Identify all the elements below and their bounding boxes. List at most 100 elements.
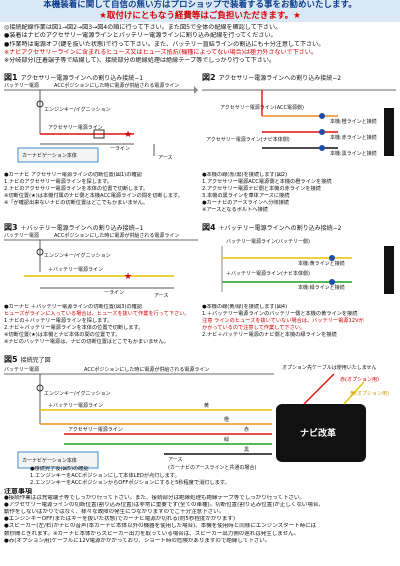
intro-line: ◎接続配線作業は図1→図2→図3→図4の順に行って下さい。また図5で全体の配線を…: [4, 24, 282, 31]
fig4-connector-1: [329, 255, 335, 261]
fig5-label-black: 黒: [244, 447, 250, 453]
fig3-label-earth: アース: [154, 293, 169, 299]
fig3-diagram: ★ バッテリー電源 ACCポジションにした時に電源が供給される電源ライン エンジ…: [4, 232, 198, 302]
fig2-label-black: 本機:黒ラインと接続: [330, 151, 377, 157]
fig5-label-yellow: 黄: [204, 403, 210, 409]
fig1-note: ※「が確認出来ないナビの切断位置はどこでもかまいません。: [4, 200, 149, 206]
intro-block: ◎接続配線作業は図1→図2→図3→図4の順に行って下さい。また図5で全体の配線を…: [4, 24, 396, 65]
fig2-note: 3.本機の黒ラインを車体アースに接続: [202, 193, 290, 199]
header-line-2: ★取付けにともなう経費等はご負担いただきます。★: [99, 11, 301, 21]
intro-line: ※分岐部分(圧着端子等で結線して)、接続部分の絶縁処理は絶縁テープ等でしっかり行…: [4, 57, 276, 65]
fig4-diagram: バッテリー電源ライン(バッテリー側) 本機:黄ラインと接続 ＋バッテリー電源ライ…: [202, 232, 396, 302]
fig2-label-red: 本機:赤ラインと接続: [330, 135, 377, 141]
fig5-navi-box: [17, 451, 99, 469]
fig4-label-battery-line: バッテリー電源ライン(バッテリー側): [226, 239, 310, 245]
fig1-label-engine: エンジンキー/イグニッション: [44, 107, 111, 113]
fig3-label-plus-battery: ＋バッテリー電源ライン: [48, 267, 104, 273]
fig1-note: 1.ナビのアクセサリー電源ラインを探します。: [4, 179, 112, 185]
fig5-opt-yellow-wire: [343, 381, 365, 405]
fig5-note: 2.エンジンキーをACCポジションからOFFポジションにすると5秒程度で消灯しま…: [30, 480, 230, 486]
fig1-note: ※切断位置(★)は本機付属のナビ側と本機ACC電源ラインの間を切断します。: [4, 193, 183, 199]
fig4-note: 1.＋バッテリー電源ラインのバッテリー側と本機の黄ラインを接続: [202, 311, 358, 317]
fig2-number: 図2: [202, 73, 216, 82]
caution-line: ●赤(オプション用)ケーブルに12V電源がかかっており、ショート時の危険がありま…: [4, 537, 271, 544]
fig3-note-warning: ヒューズがラインに入っている場合は、ヒューズを抜いて作業を行って下さい。: [4, 311, 190, 317]
caution-title: 注意事項: [4, 488, 32, 495]
fig5-note: 1.エンジンキーをACCポジションにして本体LEDが点灯します。: [30, 473, 180, 479]
fig2-notes: ●本機の線(赤/黒)を接続します(図2) 1.アクセサリー電源ACC電源側と本機…: [202, 172, 396, 214]
header-banner: 本機装着に関して自信の無い方はプロショップで装着する事をお勧めいたします。 ★取…: [0, 0, 400, 22]
fig2-label-acc-navi: アクセサリー電源ライン(ナビ本体側): [206, 137, 290, 143]
fig3-title-text: ＋バッテリー電源ラインへの割り込み接続−1: [20, 225, 144, 232]
fig3-ignition-key: [36, 248, 44, 256]
fig5-note: ●接続完了後(図5)の確認: [30, 466, 89, 472]
fig3-note: ※切断位置(★)は本機とナビ本体の間の位置です。: [4, 332, 121, 338]
intro-line: ●作業時は電源オフ(鍵を抜いた状態)で行って下さい。また、バッテリー直結ラインの…: [4, 40, 325, 48]
fig5-label-red-opt: 赤(オプション用): [340, 377, 379, 383]
fig3-note: ※ナビのバッテリー電源は、ナビの切断位置はどこでもかまいません。: [4, 339, 169, 345]
fig2-wiring-svg: [202, 89, 396, 156]
fig5-diagram: バッテリー電源 ACCポジションにした時に電源が供給される電源ライン エンジンキ…: [4, 364, 396, 484]
fig2-note: 1.アクセサリー電源ACC電源側と本機の橙ラインを接続: [202, 179, 332, 185]
caution-line: 動作をしないばかりではなく、様々な故障の発生につながりますのでご十分注意下さい。: [4, 509, 225, 516]
fig4-note-warning: 注意 ラインのヒューズを抜いていない場合は、バッテリー電源12Vが: [202, 318, 364, 324]
fig2-unit-edge: [384, 108, 394, 156]
fig4-note: 2.ナビ＋バッテリー電源のナビ側と本機の緑ラインを接続: [202, 332, 337, 338]
caution-block: 注意事項 ●接続作業はは充電端子等でしっかり行って下さい。また、接続部分は絶縁処…: [4, 488, 396, 545]
fig3-number: 図3: [4, 223, 18, 232]
fig4-notes: ●本機の線(黄/緑)を接続します(図4) 1.＋バッテリー電源ラインのバッテリー…: [202, 304, 396, 339]
fig5-opt-red-wire: [303, 373, 335, 405]
fig5-wiring-svg: [4, 373, 366, 469]
fig2-note: ●カーナビのアースラインへ分岐接続: [202, 200, 289, 206]
fig2-label-orange: 本機:橙ラインと接続: [330, 119, 377, 125]
fig3-label-acc-on: ACCポジションにした時に電源が供給される電源ライン: [54, 233, 180, 239]
caution-line: ●接続作業はは充電端子等でしっかり行って下さい。また、接続部分は絶縁処理も絶縁テ…: [4, 495, 305, 502]
fig1-number: 図1: [4, 73, 18, 82]
fig1-note: 2.ナビのアクセサリー電源ラインを本体の位置で切断します。: [4, 186, 149, 192]
fig5-ignition-key: [36, 384, 44, 392]
fig3-note: ●カーナビ ＋バッテリー電源ラインの切断位置(図3)の確認: [4, 304, 143, 310]
fig4-label-yellow: 本機:黄ラインと接続: [298, 261, 345, 267]
fig5-label-red: 赤: [244, 427, 250, 433]
fig1-label-navi: カーナビゲーション本体: [22, 153, 77, 159]
fig2-connector-2: [319, 129, 325, 135]
fig5-label-earth: アース: [168, 457, 183, 463]
fig3-title: 図3＋バッテリー電源ラインへの割り込み接続−1: [4, 222, 143, 233]
fig4-title-text: ＋バッテリー電源ラインへの割り込み接続−2: [218, 225, 342, 232]
caution-line: ●アクセサリー電源ラインの切断位置(割り込み位置)は非常に重要です(全ての車種)…: [4, 502, 324, 509]
fig1-diagram: ★ バッテリー電源 ACCポジションにした時に電源が供給される電源ライン エンジ…: [4, 82, 198, 168]
fig4-number: 図4: [202, 223, 216, 232]
fig3-wiring-svg: ★: [4, 239, 198, 289]
caution-line: ●スピーカー(左/右)がナビの音声(本カーナビ本体以外の機器を使用した場合)、本…: [4, 523, 317, 530]
fig4-wiring-svg: [221, 246, 394, 294]
fig5-label-acc-line: アクセサリー電源ライン: [68, 427, 123, 433]
fig3-label-minus: ーライン: [104, 290, 125, 296]
fig5-label-plus-battery: ＋バッテリー電源ライン: [48, 403, 104, 409]
fig5-unit-body: [276, 404, 366, 462]
fig4-label-green: 本機:緑ラインと接続: [298, 285, 345, 291]
fig3-label-engine: エンジンキー/イグニッション: [44, 253, 111, 259]
fig5-product-logo: ナビ改革: [300, 429, 337, 439]
fig5-label-orange: 橙: [224, 417, 230, 423]
fig5-label-navi: カーナビゲーション本体: [22, 458, 77, 464]
fig2-note: 2.アクセサリー電源ナビ側と本機の赤ラインを接続: [202, 186, 321, 192]
fig3-note: 2.ナビ＋バッテリー電源ラインを本体の位置で切断します。: [4, 325, 144, 331]
fig1-ignition-key: [36, 100, 44, 108]
fig1-label-acc-on: ACCポジションにした時に電源が供給される電源ライン: [54, 83, 180, 89]
fig2-label-acc-car: アクセサリー電源ライン(ACC電源側): [220, 105, 304, 111]
fig4-note-warning: かかっているので注意して作業して下さい。: [202, 325, 306, 331]
fig1-note: ●カーナビ アクセサリー電源ラインの切断位置(図1)の確認: [4, 172, 142, 178]
caution-line: 数秒間とぎれます。※カーナビ本体からスピーカー出力を取っている場合は、スピーカー…: [4, 530, 300, 537]
fig1-title-text: アクセサリー電源ラインへの割り込み接続−1: [20, 75, 144, 82]
fig1-cut-star: ★: [124, 130, 132, 140]
fig3-note: 1.ナビの＋バッテリー電源ラインを探します。: [4, 318, 113, 324]
fig3-label-battery: バッテリー電源: [4, 233, 40, 239]
fig5-label-battery: バッテリー電源: [4, 367, 40, 373]
fig1-fuse: [93, 129, 105, 139]
caution-line: ●エンジンキーOFF(またはキーを抜いた状態)でカーナビ電源が切れる(約5秒程度…: [4, 516, 236, 523]
fig5-label-yellow-opt: 黄(オプション用): [350, 391, 389, 397]
fig1-notes: ●カーナビ アクセサリー電源ラインの切断位置(図1)の確認 1.ナビのアクセサリ…: [4, 172, 198, 207]
